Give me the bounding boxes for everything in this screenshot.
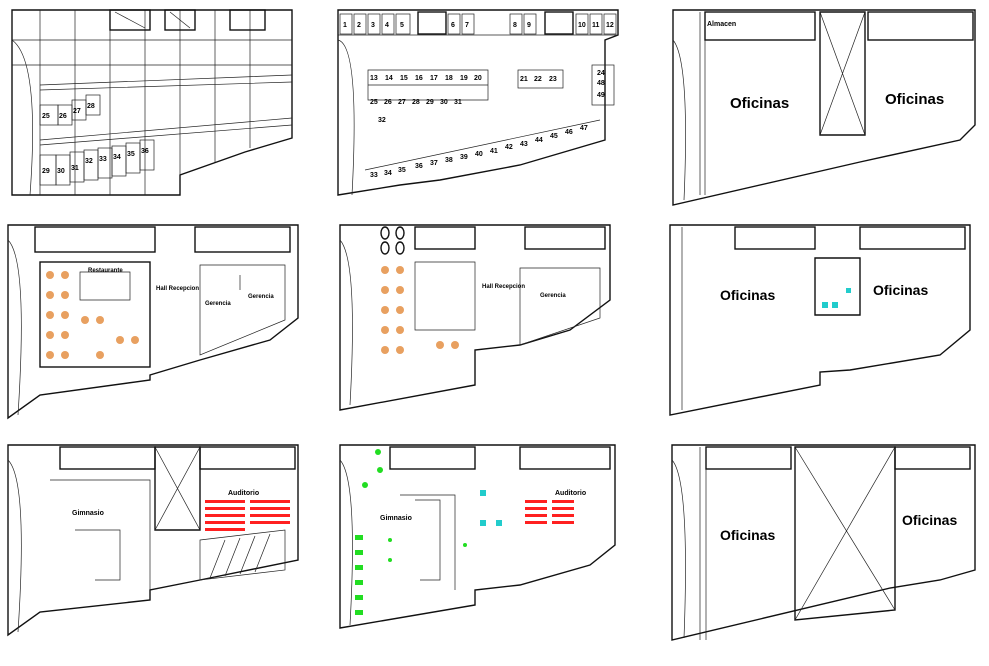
- stall-number: 36: [415, 163, 423, 170]
- stall-number: 2: [357, 22, 361, 29]
- stall-number: 9: [527, 22, 531, 29]
- room-label: Gimnasio: [72, 510, 104, 517]
- room-label: Oficinas: [885, 91, 944, 108]
- stall-number: 42: [505, 144, 513, 151]
- auditorium-seats: [525, 500, 574, 524]
- room-label: Hall Recepcion: [482, 284, 525, 290]
- table-markers: [46, 271, 139, 359]
- stall-number: 49: [597, 92, 605, 99]
- stall-number: 25: [42, 113, 50, 120]
- stall-number: 22: [534, 76, 542, 83]
- stall-number: 43: [520, 141, 528, 148]
- stall-number: 32: [85, 158, 93, 165]
- stall-number: 27: [398, 99, 406, 106]
- plan-3-offices: Almacen Oficinas Oficinas: [672, 9, 976, 206]
- room-label: Gerencia: [248, 294, 274, 300]
- stall-number: 46: [565, 129, 573, 136]
- stall-number: 31: [71, 165, 79, 172]
- stall-number: 26: [59, 113, 67, 120]
- room-label: Gerencia: [205, 301, 231, 307]
- stall-number: 29: [42, 168, 50, 175]
- stall-number: 10: [578, 22, 586, 29]
- stall-number: 35: [398, 167, 406, 174]
- chair-ovals: [380, 226, 405, 255]
- stall-number: 44: [535, 137, 543, 144]
- room-label: Auditorio: [228, 490, 259, 497]
- stall-number: 36: [141, 148, 149, 155]
- stall-number: 17: [430, 75, 438, 82]
- room-label: Auditorio: [555, 490, 586, 497]
- stall-number: 33: [99, 156, 107, 163]
- stall-number: 18: [445, 75, 453, 82]
- stall-number: 30: [440, 99, 448, 106]
- room-label: Oficinas: [730, 95, 789, 112]
- stall-number: 38: [445, 157, 453, 164]
- stall-number: 23: [549, 76, 557, 83]
- stall-number: 40: [475, 151, 483, 158]
- stall-number: 21: [520, 76, 528, 83]
- stall-number: 16: [415, 75, 423, 82]
- stall-number: 20: [474, 75, 482, 82]
- stall-number: 37: [430, 160, 438, 167]
- plan-6-offices: Oficinas Oficinas: [669, 224, 971, 416]
- stall-number: 15: [400, 75, 408, 82]
- stall-number: 45: [550, 133, 558, 140]
- stall-number: 12: [606, 22, 614, 29]
- stall-number: 24: [597, 70, 605, 77]
- stall-number: 11: [592, 22, 600, 29]
- room-label: Oficinas: [902, 512, 957, 528]
- plan-8-gym-auditorium-furnished: Gimnasio Auditorio: [339, 444, 616, 629]
- room-label: Hall Recepcion: [156, 286, 199, 292]
- stall-number: 7: [465, 22, 469, 29]
- room-label: Almacen: [707, 21, 736, 28]
- stall-number: 48: [597, 80, 605, 87]
- plan-5-reception: Hall Recepcion Gerencia: [339, 224, 611, 411]
- plan-4-restaurant: Restaurante Hall Recepcion Gerencia Gere…: [7, 224, 299, 420]
- stall-number: 31: [454, 99, 462, 106]
- room-label: Oficinas: [873, 282, 928, 298]
- stall-number: 28: [412, 99, 420, 106]
- stall-number: 5: [400, 22, 404, 29]
- room-label: Gimnasio: [380, 515, 412, 522]
- stall-number: 47: [580, 125, 588, 132]
- cyan-markers: [822, 288, 851, 308]
- stall-number: 33: [370, 172, 378, 179]
- stall-number: 32: [378, 117, 386, 124]
- stall-number: 26: [384, 99, 392, 106]
- stall-number: 6: [451, 22, 455, 29]
- table-markers: [381, 266, 459, 354]
- stall-number: 39: [460, 154, 468, 161]
- stall-number: 25: [370, 99, 378, 106]
- stall-number: 35: [127, 151, 135, 158]
- room-label: Restaurante: [88, 268, 123, 274]
- plan-7-gym-auditorium: Gimnasio Auditorio: [7, 444, 299, 637]
- stall-number: 14: [385, 75, 393, 82]
- stall-number: 1: [343, 22, 347, 29]
- stall-number: 13: [370, 75, 378, 82]
- stall-number: 4: [385, 22, 389, 29]
- stall-number: 3: [371, 22, 375, 29]
- plan-1-market-ground: 25 26 27 28 29 30 31 32 33 34 35 36: [11, 9, 293, 196]
- stall-number: 41: [490, 148, 498, 155]
- stall-number: 30: [57, 168, 65, 175]
- room-label: Oficinas: [720, 287, 775, 303]
- room-label: Gerencia: [540, 293, 566, 299]
- stall-number: 19: [460, 75, 468, 82]
- stall-number: 28: [87, 103, 95, 110]
- stall-number: 27: [73, 108, 81, 115]
- cyan-markers: [480, 490, 502, 526]
- room-label: Oficinas: [720, 527, 775, 543]
- gym-equipment: [355, 449, 467, 615]
- stall-number: 34: [113, 154, 121, 161]
- plan-9-offices: Oficinas Oficinas: [671, 444, 976, 641]
- stall-number: 34: [384, 170, 392, 177]
- auditorium-seats: [205, 500, 290, 531]
- plan-2-market-stalls: 1 2 3 4 5 6 7 8 9 10 11 12 13 14 15 16 1…: [337, 9, 619, 196]
- stall-number: 29: [426, 99, 434, 106]
- stall-number: 8: [513, 22, 517, 29]
